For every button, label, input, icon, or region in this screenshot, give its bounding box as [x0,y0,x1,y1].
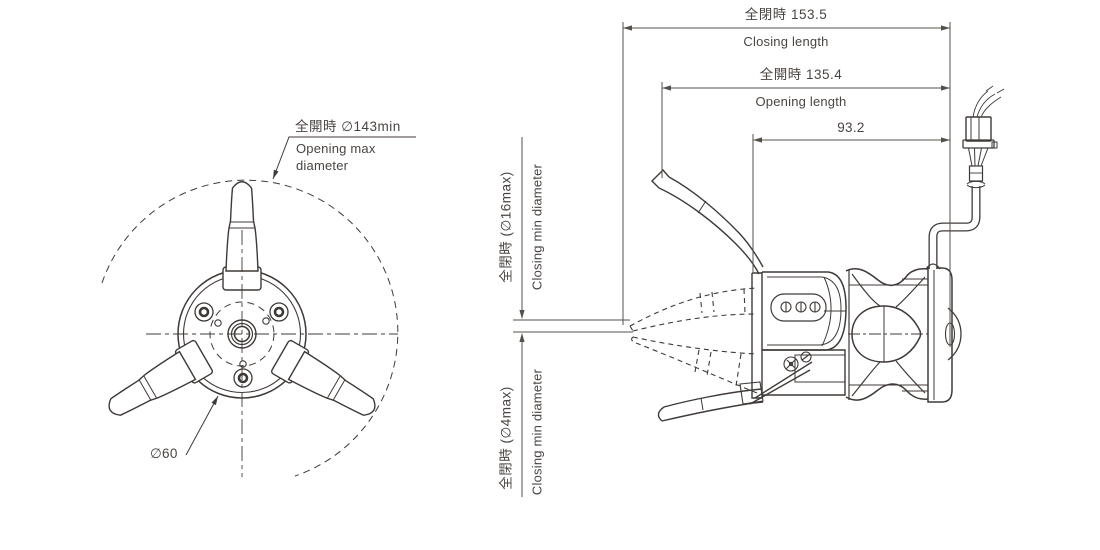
slot-window [770,293,827,322]
dim-opening-length-en: Opening length [756,94,847,109]
finger-lower-right [271,339,376,416]
leader-opening-max [272,136,416,180]
open-finger-lower [657,361,813,422]
front-view [101,136,416,477]
strain-relief [925,263,941,270]
dim-min4-jp: 全閉時 (∅4max) [498,386,514,490]
label-opening-max-en2: diameter [296,158,349,173]
closed-fingers-dashed [629,287,758,394]
dim-closing-length [622,22,951,347]
label-opening-max-jp: 全開時 ∅143min [295,118,401,134]
finger-lower-left [108,339,213,416]
label-opening-max-en1: Opening max [296,141,376,156]
dim-closing-min-4 [519,333,525,497]
leader-base-diameter [185,395,219,456]
screw-bottom [233,360,253,388]
flange-plate [751,272,763,399]
connector-wires [968,147,989,167]
screw-upper-right [262,302,289,325]
dim-closing-length-jp: 全閉時 153.5 [745,6,828,22]
dimensions [513,22,951,497]
side-view [629,85,1005,422]
pigtail-wires [972,85,1005,118]
dim-closing-length-en: Closing length [743,34,828,49]
dim-opening-length-jp: 全開時 135.4 [760,66,843,82]
mount-panel [762,271,847,351]
pivot-screws [783,351,812,372]
dim-93-2 [752,134,950,272]
open-finger-upper [651,168,764,275]
opening-diameter-arc [101,179,399,477]
tip-reference-lines [513,319,633,333]
dim-93-2-value: 93.2 [837,120,864,135]
ferrule [968,165,984,182]
right-cap [927,267,953,403]
screw-upper-left [194,302,222,327]
dim-opening-length [661,82,950,178]
dim-min4-en: Closing min diameter [530,368,545,495]
lower-block [762,349,846,396]
cable-assembly [925,85,1005,270]
dim-min16-en: Closing min diameter [530,163,545,290]
gripper-body [751,267,962,403]
slot-screws [780,301,821,313]
latch-bump [947,307,962,361]
label-base-dia: ∅60 [150,446,178,461]
dim-min16-jp: 全閉時 (∅16max) [498,171,514,283]
waist-bottom [845,383,929,401]
dim-closing-min-16 [519,137,525,319]
